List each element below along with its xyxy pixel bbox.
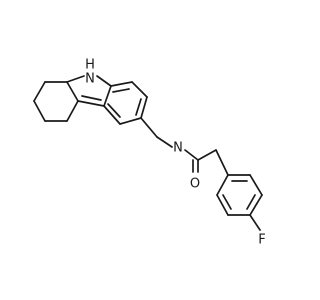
methylene-linker (140, 117, 173, 148)
bond (66, 81, 79, 102)
atom-labels: N H N O F (85, 58, 266, 248)
amide-group (184, 149, 229, 176)
atom-label-nh: N (85, 72, 95, 87)
bond (197, 149, 217, 161)
bond (135, 98, 142, 116)
bond (184, 149, 199, 161)
bond (249, 174, 263, 196)
bond (112, 88, 130, 93)
bond (216, 174, 229, 196)
atom-label-n: N (173, 141, 183, 156)
bond (103, 85, 112, 107)
bond (81, 95, 102, 101)
bond (131, 81, 148, 98)
bond (66, 100, 79, 122)
bond (77, 100, 105, 107)
bond (249, 214, 261, 231)
bond (96, 75, 112, 87)
bond (140, 96, 148, 119)
bond (107, 103, 121, 118)
fluorophenyl-ring (216, 174, 263, 231)
bond (216, 194, 229, 216)
bond (33, 100, 46, 122)
cyclohexane-ring (33, 81, 79, 122)
atom-label-o: O (190, 177, 200, 192)
bond (119, 117, 142, 125)
bond (215, 149, 229, 176)
bond (140, 117, 158, 138)
bond (66, 75, 85, 83)
bond (222, 194, 232, 210)
molecule-structure-diagram: N H N O F (33, 58, 266, 248)
bond (110, 81, 133, 87)
bond (246, 194, 256, 210)
pyrrole-ring (66, 75, 112, 107)
bond (249, 194, 263, 216)
bond (156, 136, 173, 148)
atom-label-f: F (258, 233, 265, 248)
bond (33, 81, 46, 102)
benzo-ring (103, 81, 148, 125)
atom-label-h: H (85, 58, 95, 73)
bond (103, 105, 121, 125)
